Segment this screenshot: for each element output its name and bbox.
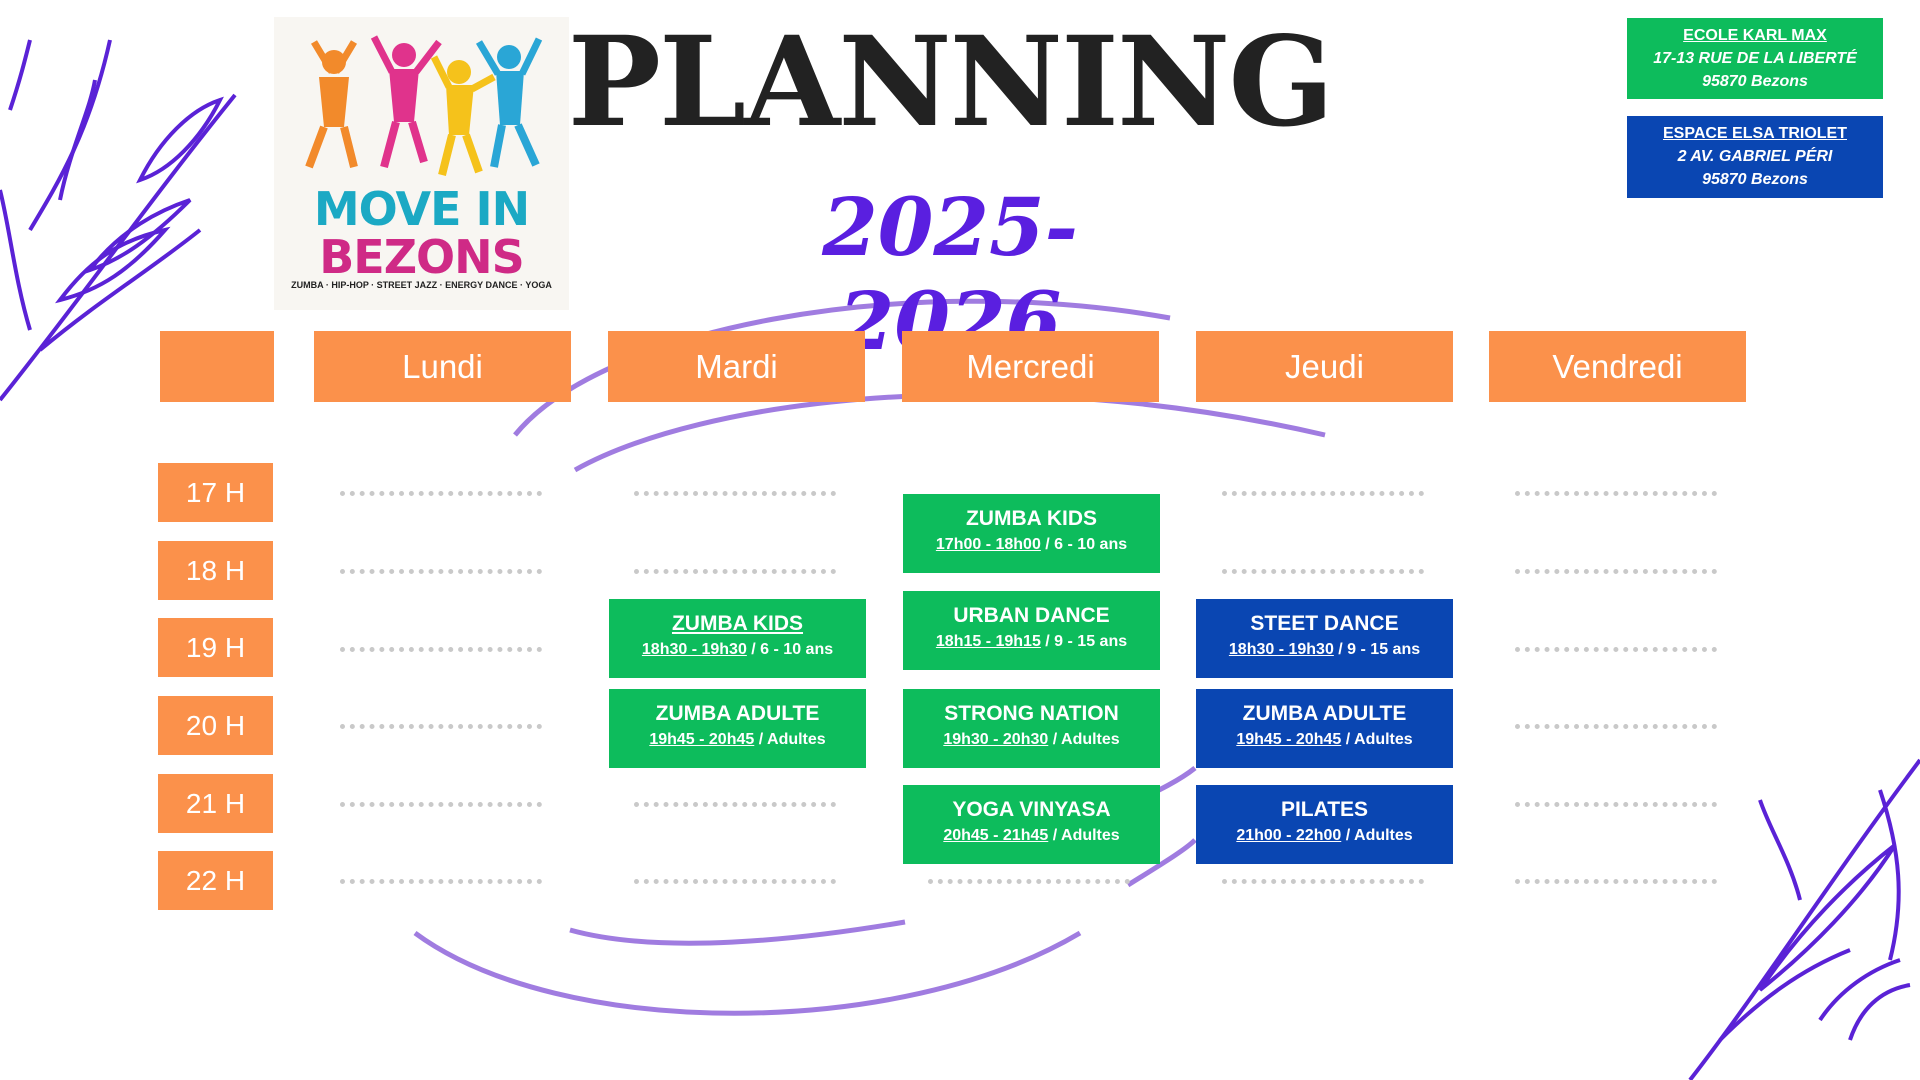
hour-label: 19 H [158,618,273,677]
class-time: 18h30 - 19h30 [641,641,747,658]
empty-slot-line [1222,491,1424,496]
class-time: 20h45 - 21h45 [943,827,1049,844]
leaf-branch-bottom-right-icon [1688,758,1920,1080]
class-time: 21h00 - 22h00 [1236,827,1342,844]
hour-label: 22 H [158,851,273,910]
class-card-mercredi-urban-dance[interactable]: URBAN DANCE 18h15 - 19h15 / 9 - 15 ans [903,591,1160,670]
empty-slot-line [1515,802,1717,807]
address-city: 95870 Bezons [1702,73,1808,90]
class-name: YOGA VINYASA [952,798,1111,821]
empty-slot-line [340,802,542,807]
header-corner-cell [160,331,274,402]
address-street: 2 AV. GABRIEL PÉRI [1677,148,1833,165]
class-audience: / Adultes [1341,731,1413,748]
logo-text-line2: BEZONS [319,230,525,284]
class-audience: / Adultes [754,731,826,748]
empty-slot-line [1222,879,1424,884]
day-header-jeudi: Jeudi [1196,331,1453,402]
empty-slot-line [1515,879,1717,884]
hour-label: 18 H [158,541,273,600]
empty-slot-line [340,569,542,574]
class-card-mardi-zumba-kids[interactable]: ZUMBA KIDS 18h30 - 19h30 / 6 - 10 ans [609,599,866,678]
day-header-lundi: Lundi [314,331,571,402]
class-audience: / Adultes [1048,827,1120,844]
class-name: ZUMBA ADULTE [655,702,820,725]
address-city: 95870 Bezons [1702,171,1808,188]
class-card-mardi-zumba-adulte[interactable]: ZUMBA ADULTE 19h45 - 20h45 / Adultes [609,689,866,768]
class-card-mercredi-zumba-kids[interactable]: ZUMBA KIDS 17h00 - 18h00 / 6 - 10 ans [903,494,1160,573]
class-name: STRONG NATION [944,702,1119,725]
class-info: 18h15 - 19h15 / 9 - 15 ans [903,629,1160,655]
class-card-mercredi-yoga-vinyasa[interactable]: YOGA VINYASA 20h45 - 21h45 / Adultes [903,785,1160,864]
empty-slot-line [1222,569,1424,574]
class-time: 19h45 - 20h45 [649,731,755,748]
day-header-mercredi: Mercredi [902,331,1159,402]
class-audience: / 6 - 10 ans [1040,536,1128,553]
class-card-mercredi-strong-nation[interactable]: STRONG NATION 19h30 - 20h30 / Adultes [903,689,1160,768]
class-name: URBAN DANCE [953,604,1110,627]
empty-slot-line [634,879,836,884]
day-header-mardi: Mardi [608,331,865,402]
class-info: 21h00 - 22h00 / Adultes [1196,823,1453,849]
empty-slot-line [340,724,542,729]
class-info: 19h30 - 20h30 / Adultes [903,727,1160,753]
empty-slot-line [1515,724,1717,729]
address-ecole-karl-max: ECOLE KARL MAX 17-13 RUE DE LA LIBERTÉ 9… [1627,18,1883,99]
class-audience: / Adultes [1048,731,1120,748]
empty-slot-line [928,879,1130,884]
class-name: PILATES [1280,798,1369,821]
address-name: ESPACE ELSA TRIOLET [1662,125,1847,142]
logo-tagline: ZUMBA · HIP-HOP · STREET JAZZ · ENERGY D… [291,280,552,290]
class-name: STEET DANCE [1250,612,1399,635]
class-time: 18h30 - 19h30 [1228,641,1334,658]
class-audience: / 9 - 15 ans [1040,633,1128,650]
address-name: ECOLE KARL MAX [1683,27,1827,44]
class-info: 18h30 - 19h30 / 9 - 15 ans [1196,637,1453,663]
class-card-jeudi-pilates[interactable]: PILATES 21h00 - 22h00 / Adultes [1196,785,1453,864]
class-audience: / 9 - 15 ans [1333,641,1421,658]
leaf-branch-top-left-icon [0,39,237,402]
class-card-jeudi-steet-dance[interactable]: STEET DANCE 18h30 - 19h30 / 9 - 15 ans [1196,599,1453,678]
class-info: 17h00 - 18h00 / 6 - 10 ans [903,532,1160,558]
hour-label: 21 H [158,774,273,833]
empty-slot-line [1515,647,1717,652]
logo: MOVE IN BEZONS ZUMBA · HIP-HOP · STREET … [274,17,569,310]
class-info: 19h45 - 20h45 / Adultes [1196,727,1453,753]
logo-text-line1: MOVE IN [313,182,530,236]
empty-slot-line [1515,569,1717,574]
empty-slot-line [340,879,542,884]
empty-slot-line [634,569,836,574]
hour-label: 17 H [158,463,273,522]
empty-slot-line [634,491,836,496]
day-header-vendredi: Vendredi [1489,331,1746,402]
page-title: PLANNING [567,10,1335,155]
class-time: 17h00 - 18h00 [935,536,1041,553]
class-info: 20h45 - 21h45 / Adultes [903,823,1160,849]
dancers-illustration-icon [305,35,543,176]
address-espace-elsa-triolet: ESPACE ELSA TRIOLET 2 AV. GABRIEL PÉRI 9… [1627,116,1883,198]
class-time: 19h30 - 20h30 [943,731,1049,748]
class-info: 18h30 - 19h30 / 6 - 10 ans [609,637,866,663]
class-name: ZUMBA KIDS [965,507,1098,530]
class-time: 19h45 - 20h45 [1236,731,1342,748]
class-name: ZUMBA KIDS [671,612,804,635]
class-audience: / Adultes [1341,827,1413,844]
empty-slot-line [634,802,836,807]
class-card-jeudi-zumba-adulte[interactable]: ZUMBA ADULTE 19h45 - 20h45 / Adultes [1196,689,1453,768]
class-time: 18h15 - 19h15 [935,633,1041,650]
empty-slot-line [340,491,542,496]
hour-label: 20 H [158,696,273,755]
class-audience: / 6 - 10 ans [746,641,834,658]
empty-slot-line [1515,491,1717,496]
class-info: 19h45 - 20h45 / Adultes [609,727,866,753]
address-street: 17-13 RUE DE LA LIBERTÉ [1653,50,1857,67]
empty-slot-line [340,647,542,652]
class-name: ZUMBA ADULTE [1242,702,1407,725]
